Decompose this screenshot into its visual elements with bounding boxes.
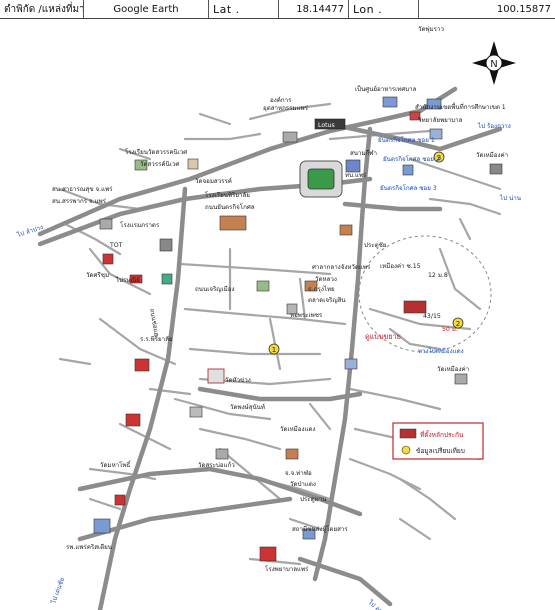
svg-text:จ.จ.ท่าฬอ: จ.จ.ท่าฬอ [285, 469, 312, 477]
svg-text:วัดจอมสวรรค์: วัดจอมสวรรค์ [195, 177, 232, 185]
svg-text:Lotus: Lotus [318, 122, 335, 129]
svg-text:ประตูมาน: ประตูมาน [300, 496, 327, 503]
map-labels: วัดพุ่มราว เป็นศูนย์อาหารเทศบาล สำนักงาน… [15, 26, 522, 610]
zoom-area-outline [358, 235, 492, 353]
svg-text:ร.ร.พิริยาลัย: ร.ร.พิริยาลัย [140, 336, 173, 343]
svg-text:12 ม.8: 12 ม.8 [428, 272, 448, 279]
svg-text:N: N [490, 59, 497, 70]
svg-text:เหมืองค่า ซ.15: เหมืองค่า ซ.15 [380, 262, 421, 270]
svg-text:1: 1 [272, 346, 276, 354]
svg-text:วัดเหมืองค่า: วัดเหมืองค่า [437, 365, 469, 373]
svg-text:ดูแบบขยาย: ดูแบบขยาย [365, 332, 401, 341]
svg-text:ยันตรกิจโกศล ซอย 2: ยันตรกิจโกศล ซอย 2 [383, 155, 440, 163]
location-source-label: ตำพิกัด /แหล่งที่มา [0, 0, 84, 18]
svg-text:2: 2 [456, 320, 460, 328]
svg-text:สถานีขนส่งผู้โดยสาร: สถานีขนส่งผู้โดยสาร [292, 525, 348, 533]
svg-text:วัดศรีชุม: วัดศรีชุม [86, 271, 109, 279]
legend-point-label: ข้อมูลเปรียบเทียบ [416, 447, 465, 455]
lat-label: Lat . [209, 0, 279, 18]
legend-site-label: ที่ตั้งหลักประกัน [420, 430, 464, 439]
svg-text:วัดเหมืองแดง: วัดเหมืองแดง [280, 425, 316, 433]
north-arrow-icon: N [472, 41, 516, 85]
svg-text:ไป ลำปาง: ไป ลำปาง [15, 223, 44, 239]
legend-site-swatch [399, 428, 417, 439]
svg-text:ถนนเจริญเมือง: ถนนเจริญเมือง [195, 285, 234, 293]
minor-roads [58, 102, 502, 566]
street-map[interactable]: 3 1 2 N วัดพุ่มราว เป็นศูนย์อาหารเทศบาล … [0, 19, 555, 610]
lon-value: 100.15877 [496, 3, 551, 15]
svg-text:ตลาดเจริญสิน: ตลาดเจริญสิน [308, 297, 346, 304]
svg-text:โรงพยาบาลแพร่: โรงพยาบาลแพร่ [265, 565, 309, 573]
legend-point-swatch [401, 445, 411, 455]
collateral-site-marker[interactable] [403, 300, 427, 314]
svg-text:ถนนยันตรกิจโกศล: ถนนยันตรกิจโกศล [205, 203, 255, 211]
svg-text:วัดพุ่มราว: วัดพุ่มราว [418, 26, 444, 33]
svg-text:ธ.กรุงไทย: ธ.กรุงไทย [308, 285, 335, 293]
svg-text:ทบ.แพร่: ทบ.แพร่ [345, 172, 367, 179]
svg-text:ไป ร้องกวาง: ไป ร้องกวาง [477, 122, 511, 130]
legend: ที่ตั้งหลักประกัน ข้อมูลเปรียบเทียบ [392, 422, 484, 460]
stadium [299, 160, 343, 198]
svg-text:ยันตรกิจโกศล ซอย 1: ยันตรกิจโกศล ซอย 1 [378, 136, 435, 144]
svg-text:ไป เด่นชัย: ไป เด่นชัย [49, 576, 66, 606]
svg-text:วัดเหมืองค่า: วัดเหมืองค่า [476, 151, 508, 159]
svg-text:วัดหลวง: วัดหลวง [315, 276, 337, 283]
svg-text:วัดสวรรค์นิเวศ: วัดสวรรค์นิเวศ [140, 160, 179, 168]
svg-text:ถนนช่อแฮ: ถนนช่อแฮ [148, 308, 160, 337]
svg-text:ไปรษณีย์: ไปรษณีย์ [115, 276, 140, 284]
svg-text:ไป น่าน: ไป น่าน [499, 194, 522, 202]
svg-text:ศาลากลางจังหวัดแพร่: ศาลากลางจังหวัดแพร่ [312, 264, 371, 271]
svg-text:องค์การ: องค์การ [270, 96, 292, 104]
svg-text:วัดมหาโพธิ์: วัดมหาโพธิ์ [100, 460, 132, 469]
coordinate-header: ตำพิกัด /แหล่งที่มา Google Earth Lat . 1… [0, 0, 555, 19]
svg-text:50 ม.: 50 ม. [442, 326, 458, 333]
svg-text:อุตสาหกรรมแพร่: อุตสาหกรรมแพร่ [263, 105, 309, 112]
svg-text:วัดป่าแดง: วัดป่าแดง [290, 481, 316, 488]
svg-text:โรงแรมภราดร: โรงแรมภราดร [120, 221, 160, 229]
lon-label: Lon . [349, 0, 419, 18]
source-value: Google Earth [84, 0, 209, 18]
svg-text:TOT: TOT [109, 242, 123, 249]
svg-text:เป็นศูนย์อาหารเทศบาล: เป็นศูนย์อาหารเทศบาล [355, 84, 417, 93]
svg-text:วัดสระบ่อแก้ว: วัดสระบ่อแก้ว [198, 461, 235, 469]
svg-text:43/15: 43/15 [423, 313, 441, 320]
svg-text:วิทยาลัยพยาบาล: วิทยาลัยพยาบาล [417, 117, 462, 124]
building-icons [93, 96, 503, 562]
svg-text:สนามกีฬา: สนามกีฬา [350, 149, 377, 157]
svg-text:สน.สรรพากร จ.แพร่: สน.สรรพากร จ.แพร่ [52, 198, 107, 205]
svg-text:โรงเรียนพิริยาลัย: โรงเรียนพิริยาลัย [205, 191, 250, 199]
comparison-points[interactable]: 3 1 2 [268, 151, 464, 355]
svg-text:สำนักงานเขตพื้นที่การศึกษาเขต: สำนักงานเขตพื้นที่การศึกษาเขต 1 [415, 102, 506, 111]
svg-text:3: 3 [437, 154, 441, 162]
svg-text:ยันตรกิจโกศล ซอย 3: ยันตรกิจโกศล ซอย 3 [380, 184, 437, 192]
svg-text:โรงเรียนวัดสวรรคนิเวศ: โรงเรียนวัดสวรรคนิเวศ [125, 148, 187, 156]
svg-text:ประตูชัย: ประตูชัย [364, 242, 387, 249]
svg-text:วัดหัวข่วง: วัดหัวข่วง [225, 377, 251, 384]
svg-text:หอพระเพชร: หอพระเพชร [290, 312, 323, 319]
svg-text:ทางไปเหมืองแดง: ทางไปเหมืองแดง [418, 347, 464, 355]
svg-text:รพ.แพร่คริสเตียน: รพ.แพร่คริสเตียน [66, 543, 113, 551]
svg-text:สน.สาธารณสุข จ.แพร่: สน.สาธารณสุข จ.แพร่ [52, 186, 113, 193]
svg-text:วัดพงษ์สุนันท์: วัดพงษ์สุนันท์ [230, 403, 265, 411]
lat-value: 18.14477 [279, 0, 349, 18]
